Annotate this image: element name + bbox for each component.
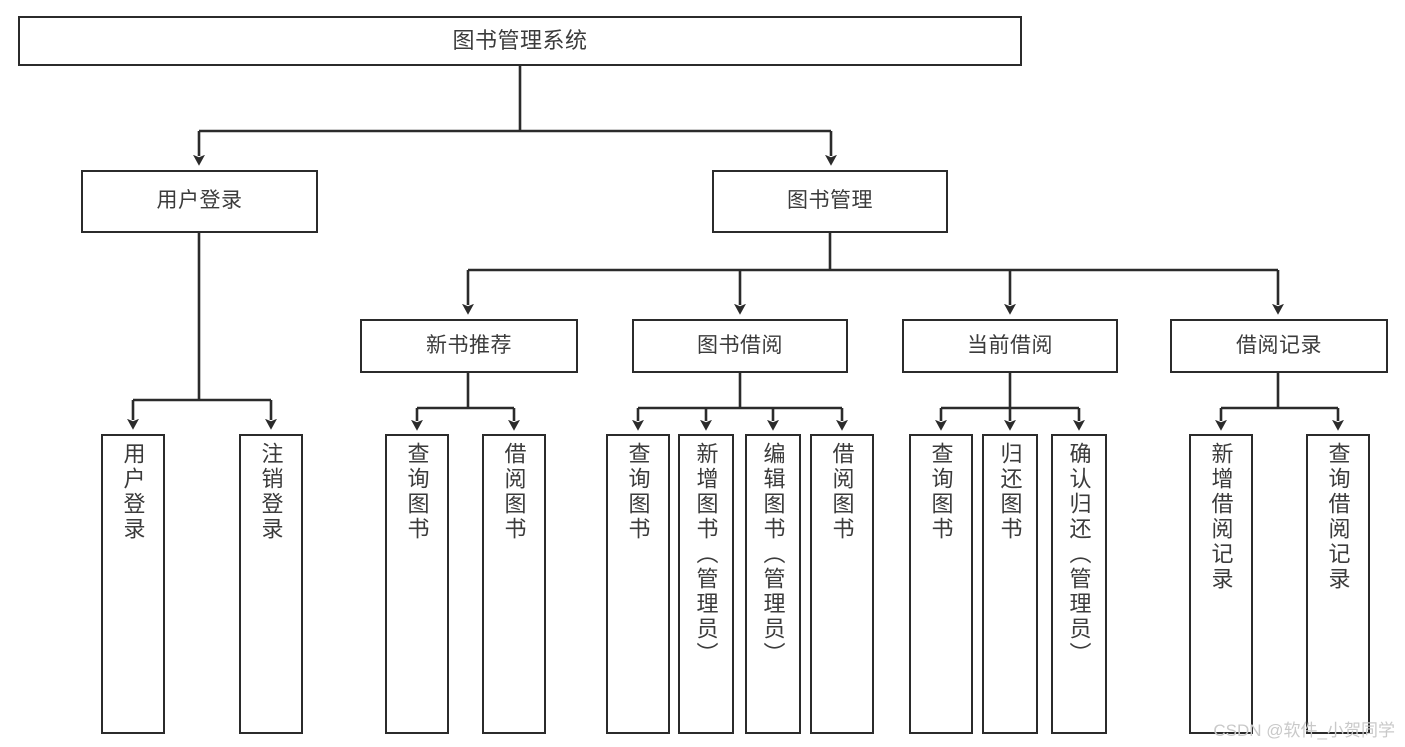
node-label: 查询图书 (625, 442, 651, 542)
node-label: 确认归还（管理员） (1066, 442, 1092, 667)
node-label: 用户登录 (120, 442, 146, 542)
node-label: 查询借阅记录 (1325, 442, 1351, 592)
node-book-management[interactable]: 图书管理 (712, 170, 948, 233)
leaf-query-borrow-record[interactable]: 查询借阅记录 (1306, 434, 1370, 734)
node-book-borrow[interactable]: 图书借阅 (632, 319, 848, 373)
node-label: 新增借阅记录 (1208, 442, 1234, 592)
node-label: 借阅记录 (1236, 333, 1322, 357)
leaf-query-book-current[interactable]: 查询图书 (909, 434, 973, 734)
node-user-login[interactable]: 用户登录 (81, 170, 318, 233)
node-root-system[interactable]: 图书管理系统 (18, 16, 1022, 66)
node-label: 编辑图书（管理员） (760, 442, 786, 667)
node-label: 查询图书 (928, 442, 954, 542)
leaf-return-book[interactable]: 归还图书 (982, 434, 1038, 734)
leaf-borrow-book[interactable]: 借阅图书 (810, 434, 874, 734)
node-label: 当前借阅 (967, 333, 1053, 357)
leaf-user-login[interactable]: 用户登录 (101, 434, 165, 734)
node-label: 借阅图书 (501, 442, 527, 542)
leaf-query-book-borrow[interactable]: 查询图书 (606, 434, 670, 734)
leaf-user-logout[interactable]: 注销登录 (239, 434, 303, 734)
node-label: 归还图书 (997, 442, 1023, 542)
node-label: 新书推荐 (426, 333, 512, 357)
leaf-add-borrow-record[interactable]: 新增借阅记录 (1189, 434, 1253, 734)
node-label: 新增图书（管理员） (693, 442, 719, 667)
node-label: 图书管理系统 (452, 28, 588, 54)
node-label: 注销登录 (258, 442, 284, 542)
leaf-borrow-book-recommend[interactable]: 借阅图书 (482, 434, 546, 734)
node-label: 用户登录 (156, 189, 243, 213)
node-borrow-record[interactable]: 借阅记录 (1170, 319, 1388, 373)
leaf-confirm-return-admin[interactable]: 确认归还（管理员） (1051, 434, 1107, 734)
node-label: 图书管理 (787, 189, 873, 213)
node-current-borrow[interactable]: 当前借阅 (902, 319, 1118, 373)
node-label: 查询图书 (404, 442, 430, 542)
leaf-query-book-recommend[interactable]: 查询图书 (385, 434, 449, 734)
leaf-edit-book-admin[interactable]: 编辑图书（管理员） (745, 434, 801, 734)
leaf-add-book-admin[interactable]: 新增图书（管理员） (678, 434, 734, 734)
node-label: 图书借阅 (697, 333, 783, 357)
node-new-book-recommend[interactable]: 新书推荐 (360, 319, 578, 373)
node-label: 借阅图书 (829, 442, 855, 542)
